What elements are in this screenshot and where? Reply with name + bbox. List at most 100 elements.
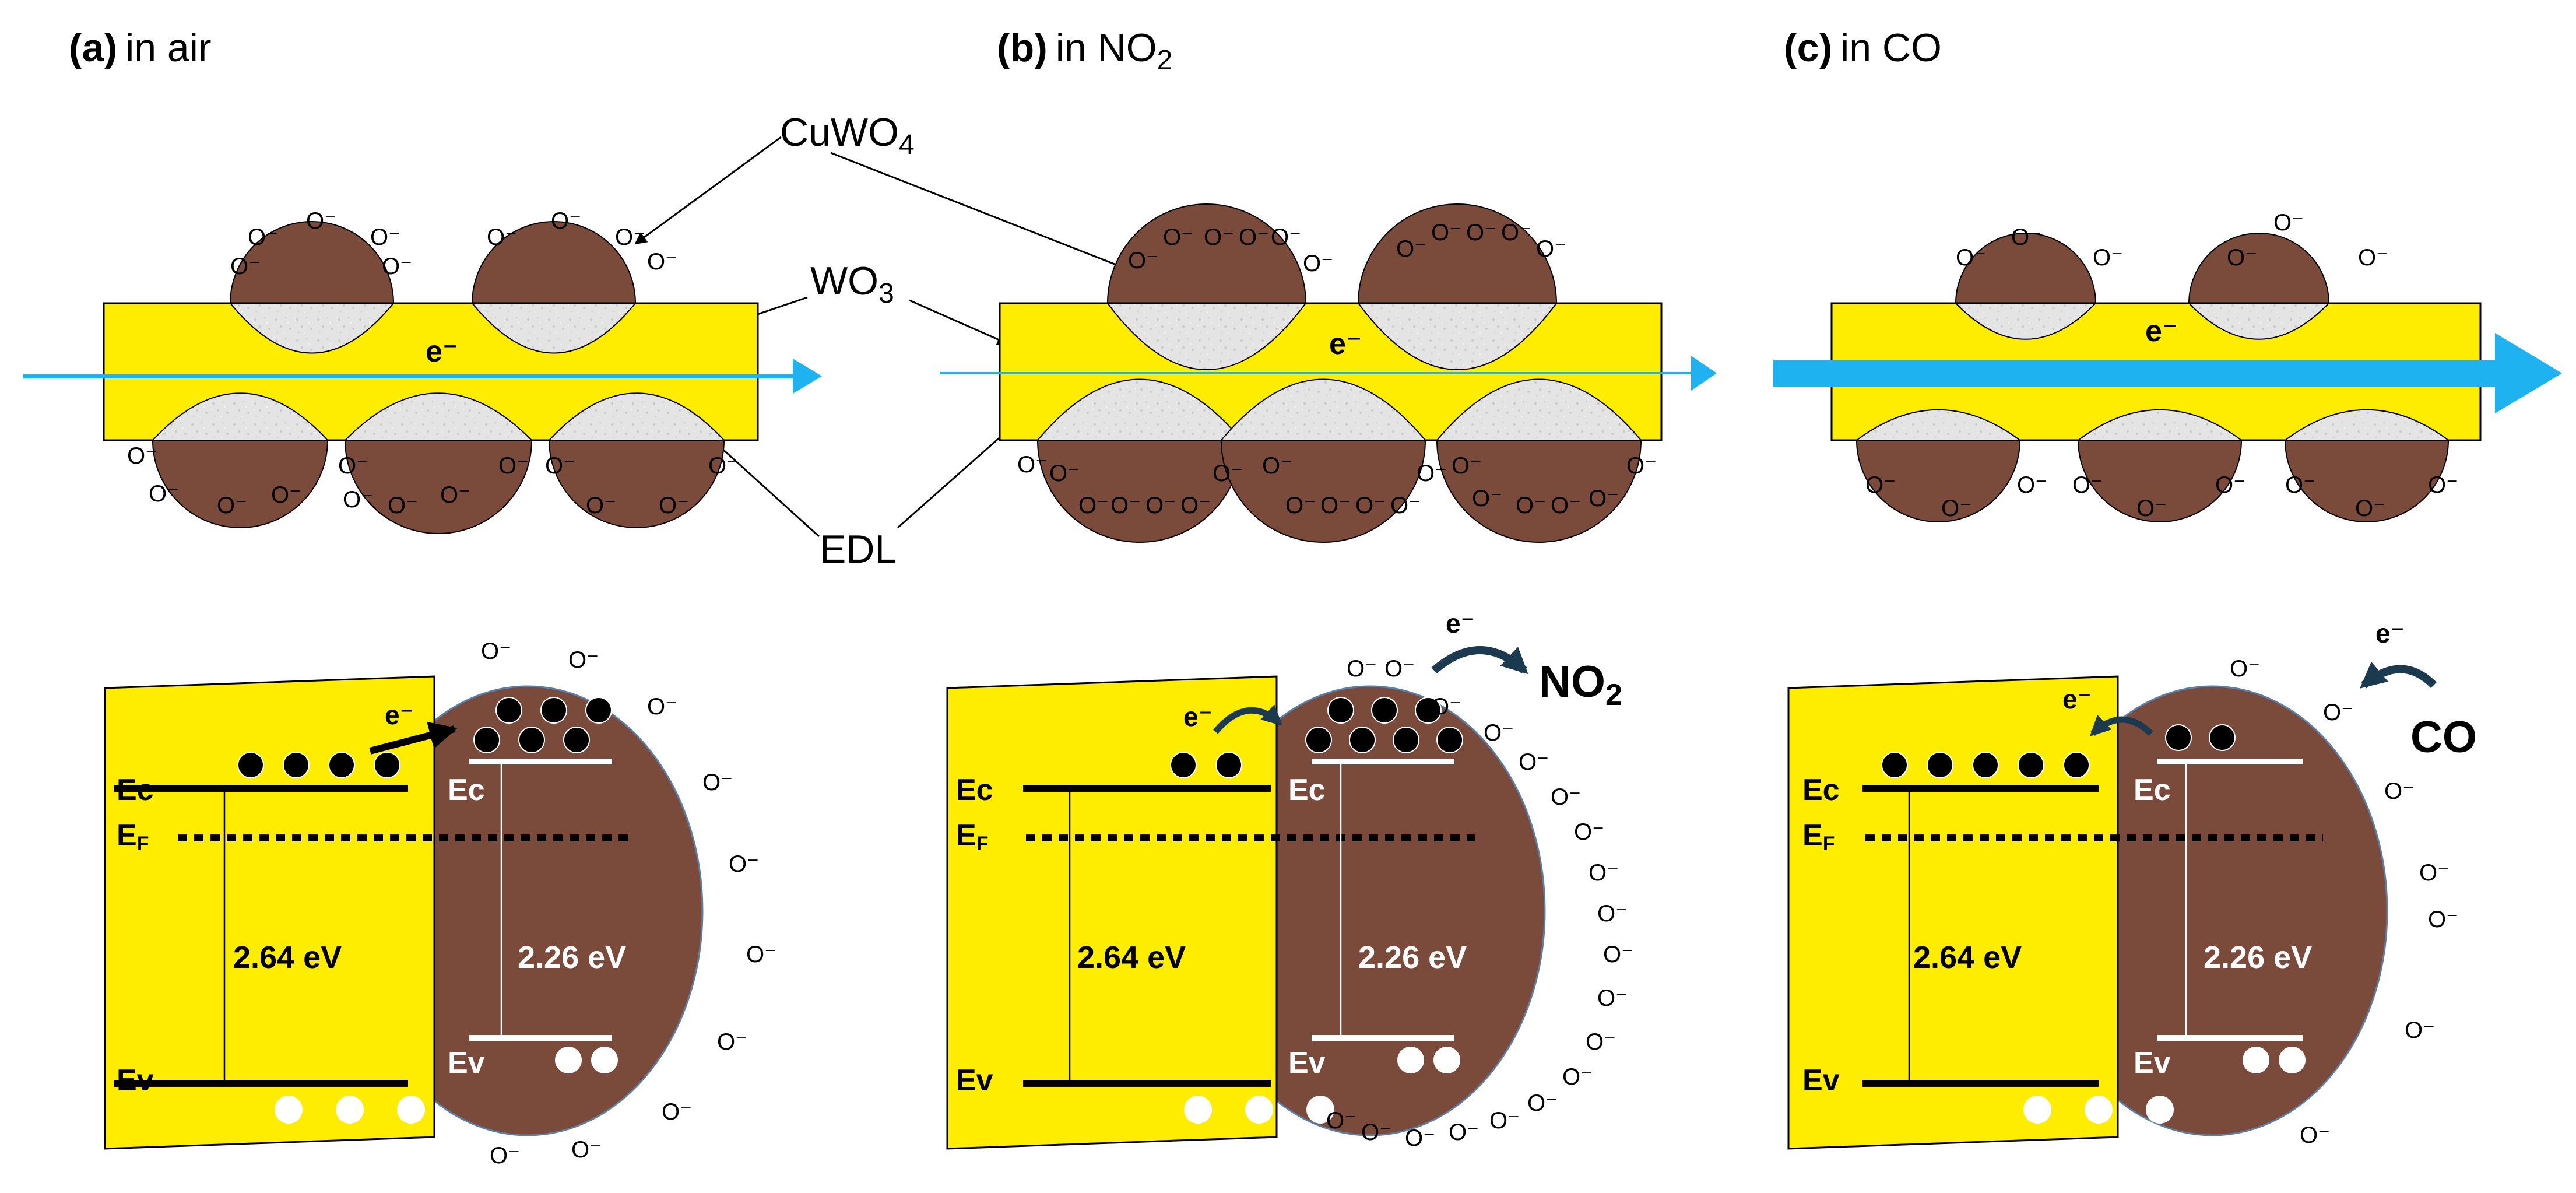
oxygen-ion: O⁻: [1285, 493, 1316, 518]
svg-text:Ec: Ec: [117, 773, 154, 807]
oxygen-ion: O⁻: [1589, 486, 1619, 511]
oxygen-ion: O⁻: [1128, 248, 1158, 273]
oxygen-ion: O⁻: [1417, 461, 1447, 486]
cuwo4-particle: [1036, 440, 1243, 543]
no2-label: NO2: [1539, 657, 1622, 712]
electron: [237, 752, 264, 778]
cuwo4-particle: [2284, 440, 2450, 522]
current-arrow-head: [793, 359, 822, 394]
svg-text:Ev: Ev: [117, 1064, 154, 1097]
oxygen-ion: O⁻: [1320, 493, 1351, 518]
svg-text:e⁻: e⁻: [2062, 684, 2092, 714]
oxygen-ion: O⁻: [1941, 496, 1971, 521]
panel-b-title: (b)in NO2: [997, 26, 1172, 76]
oxygen-ion: O⁻: [149, 481, 179, 507]
oxygen-ion: O⁻: [2285, 472, 2315, 498]
oxygen-ion: O⁻: [1452, 453, 1482, 479]
oxygen-ion: O⁻: [1303, 251, 1333, 276]
oxygen-ion: O⁻: [568, 647, 599, 673]
oxygen-ion: O⁻: [2273, 210, 2304, 236]
oxygen-ion: O⁻: [1449, 1120, 1479, 1145]
nanostructure-schematics: [23, 203, 2562, 543]
edl-region: [1106, 303, 1307, 370]
cuwo4-particle: [2188, 233, 2330, 304]
svg-text:2.26 eV: 2.26 eV: [1358, 940, 1467, 975]
svg-text:Ev: Ev: [1288, 1046, 1326, 1080]
svg-text:Ec: Ec: [956, 773, 993, 807]
oxygen-ion: O⁻: [230, 254, 261, 279]
current-arrow-head: [1691, 356, 1717, 391]
oxygen-ion: O⁻: [1110, 493, 1141, 518]
hole: [2243, 1047, 2269, 1073]
oxygen-ion: O⁻: [1390, 493, 1421, 518]
electron: [1170, 752, 1197, 778]
oxygen-ion: O⁻: [440, 482, 470, 508]
oxygen-ion: O⁻: [551, 208, 581, 234]
oxygen-ion: O⁻: [127, 443, 157, 469]
electron: [495, 697, 522, 724]
electron: [1327, 697, 1354, 724]
oxygen-ion: O⁻: [1597, 901, 1628, 927]
oxygen-ion: O⁻: [2405, 1017, 2435, 1043]
oxygen-ion: O⁻: [545, 453, 575, 479]
edl-label: EDL: [820, 527, 897, 571]
cuwo4-particle: [1106, 203, 1307, 304]
oxygen-ion: O⁻: [1466, 220, 1496, 245]
oxygen-ion: O⁻: [1017, 452, 1048, 478]
oxygen-ion: O⁻: [271, 482, 301, 508]
edl-region: [229, 303, 395, 354]
svg-text:2.64 eV: 2.64 eV: [233, 940, 342, 975]
oxygen-ion: O⁻: [615, 224, 645, 250]
svg-text:EF: EF: [117, 819, 149, 855]
oxygen-ion: O⁻: [1484, 720, 1514, 746]
edl-region: [470, 303, 637, 354]
edl-region: [1220, 378, 1427, 441]
oxygen-ion: O⁻: [2093, 245, 2123, 271]
cuwo4-particle: [548, 440, 725, 528]
oxygen-ion: O⁻: [2300, 1122, 2330, 1148]
oxygen-ion: O⁻: [1586, 1029, 1616, 1055]
oxygen-ion: O⁻: [1180, 493, 1211, 518]
oxygen-ion: O⁻: [1396, 236, 1426, 262]
oxygen-ions: O⁻O⁻O⁻O⁻O⁻O⁻O⁻O⁻O⁻O⁻O⁻O⁻O⁻O⁻O⁻O⁻O⁻O⁻O⁻O⁻…: [127, 208, 2458, 1169]
oxygen-ion: O⁻: [2358, 245, 2388, 271]
electron: [2209, 724, 2236, 751]
edl-region: [2283, 409, 2451, 441]
svg-text:Ec: Ec: [1802, 773, 1840, 807]
electron: [1393, 727, 1419, 753]
oxygen-ion: O⁻: [717, 1029, 747, 1055]
gas-electron-arrow: [1431, 646, 1528, 675]
panel-c-band-labels: Ec EF Ev 2.64 eV Ec Ev 2.26 eV e⁻ e⁻ CO: [1802, 618, 2477, 1097]
oxygen-ion: O⁻: [1213, 461, 1243, 486]
hole: [591, 1047, 618, 1073]
oxygen-ion: O⁻: [1589, 860, 1619, 886]
structure-panel-b: [940, 203, 1717, 543]
cuwo4-particle: [1436, 440, 1642, 543]
oxygen-ion: O⁻: [1271, 224, 1301, 250]
hole: [2146, 1096, 2174, 1124]
band-diagram-b: [946, 646, 1546, 1150]
oxygen-ion: O⁻: [217, 493, 247, 518]
electron: [2165, 724, 2192, 751]
oxygen-ion: O⁻: [1355, 493, 1386, 518]
oxygen-ion: O⁻: [571, 1137, 602, 1163]
svg-text:Ev: Ev: [956, 1064, 993, 1097]
electron: [1371, 697, 1398, 724]
oxygen-ion: O⁻: [1361, 1120, 1391, 1145]
oxygen-ion: O⁻: [1405, 1125, 1435, 1151]
panel-b-electron-label: e⁻: [1329, 327, 1362, 361]
band-diagram-c: [1787, 661, 2437, 1150]
callout-pointers: [634, 136, 1129, 538]
oxygen-ion: O⁻: [1078, 493, 1109, 518]
wo3-label: WO3: [810, 259, 894, 309]
oxygen-ion: O⁻: [1562, 1064, 1593, 1090]
edl-region: [2187, 303, 2331, 340]
oxygen-ion: O⁻: [306, 208, 336, 234]
oxygen-ion: O⁻: [746, 942, 776, 967]
svg-text:Ec: Ec: [2134, 773, 2171, 807]
oxygen-ion: O⁻: [2428, 472, 2458, 498]
oxygen-ion: O⁻: [708, 453, 739, 479]
electron: [518, 727, 545, 753]
electron: [2018, 752, 2044, 778]
